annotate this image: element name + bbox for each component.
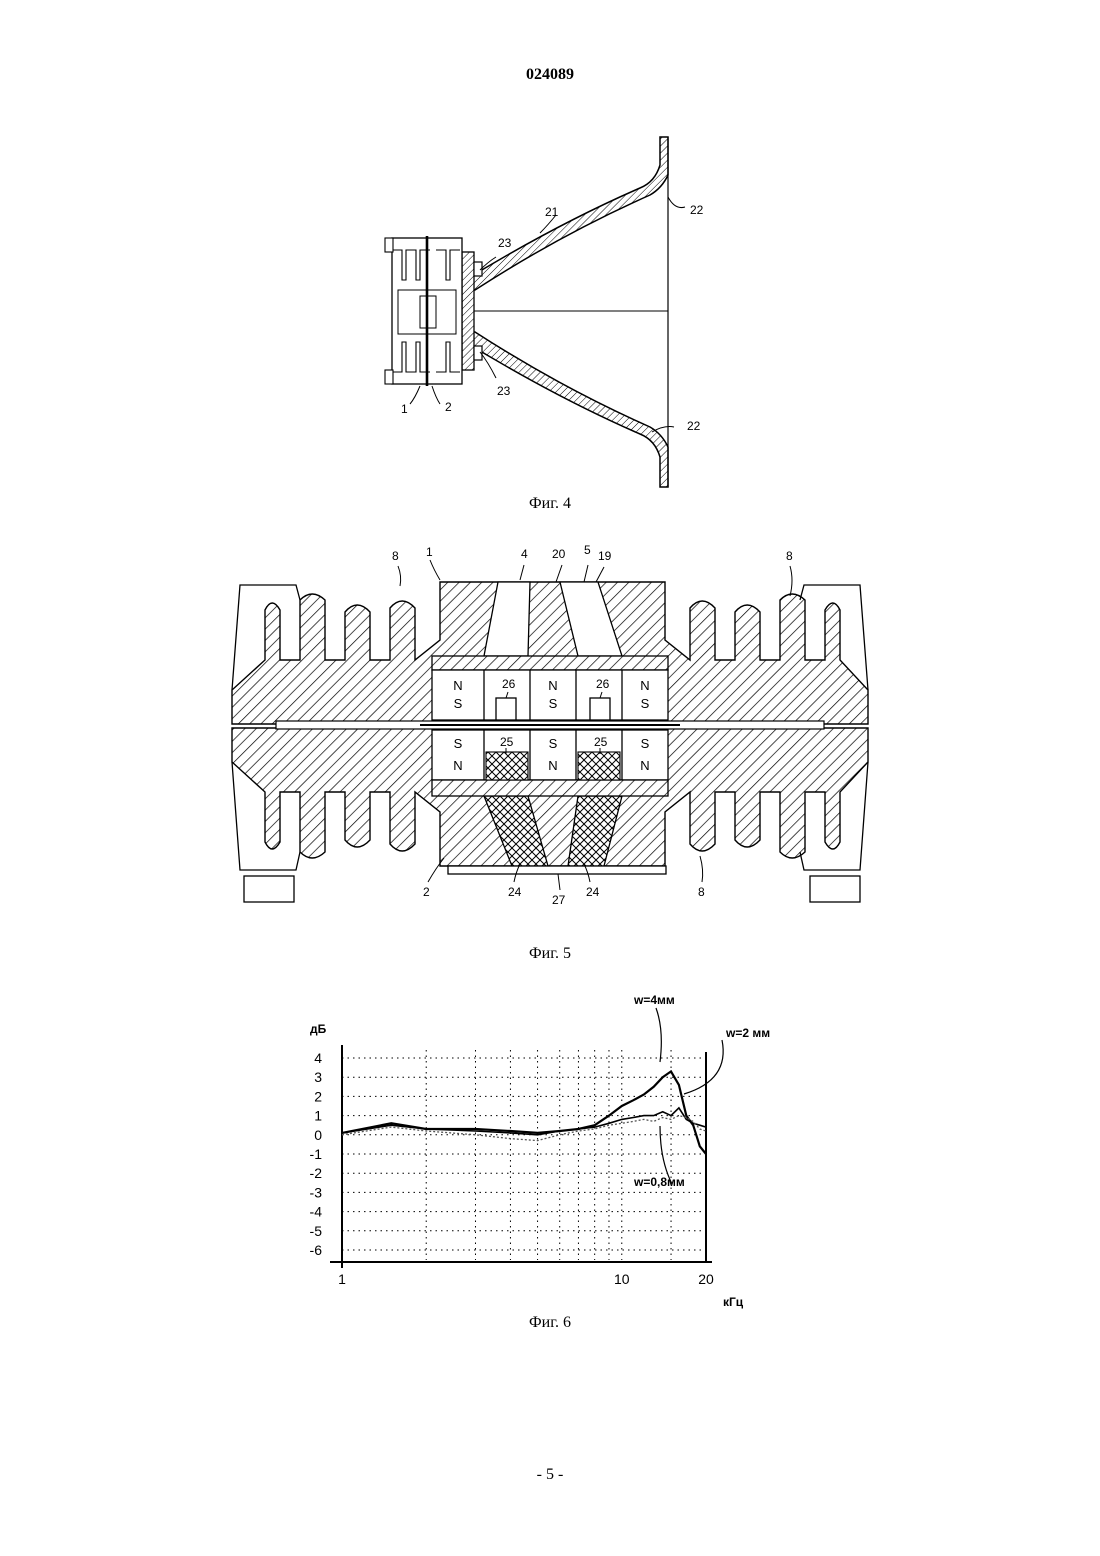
y-tick-label: -5 [310, 1223, 323, 1239]
y-tick-label: -2 [310, 1165, 323, 1181]
series-line-3 [342, 1116, 706, 1141]
y-tick-label: 0 [314, 1127, 322, 1143]
y-tick-label: -3 [310, 1184, 323, 1200]
chart-x-unit: кГц [723, 1295, 744, 1309]
x-tick-label: 1 [338, 1271, 346, 1287]
chart-grid [342, 1050, 706, 1260]
y-tick-label: 3 [314, 1069, 322, 1085]
x-tick-label: 10 [614, 1271, 630, 1287]
figure-6-caption: Фиг. 6 [0, 1314, 1100, 1332]
chart-x-tick-labels: 1 10 20 [338, 1271, 714, 1287]
chart-series [342, 1071, 706, 1154]
figure-6-frequency-response-chart: дБ кГц 43210-1-2-3-4-5-6 11020 w=4мм w=2… [0, 0, 1100, 1320]
y-tick-label: -4 [310, 1204, 323, 1220]
y-tick-label: -1 [310, 1146, 323, 1162]
x-tick-label: 20 [698, 1271, 714, 1287]
chart-y-tick-labels: 4 3 2 1 0 -1 -2 -3 -4 -5 -6 [310, 1050, 323, 1258]
y-tick-label: -6 [310, 1242, 323, 1258]
y-tick-label: 2 [314, 1088, 322, 1104]
series-label-w4: w=4мм [633, 993, 675, 1007]
chart-y-unit: дБ [310, 1022, 327, 1036]
y-tick-label: 4 [314, 1050, 322, 1066]
page-footer-number: - 5 - [0, 1466, 1100, 1484]
series-line-1 [342, 1071, 706, 1154]
series-label-w08: w=0,8мм [633, 1175, 685, 1189]
series-label-w2: w=2 мм [725, 1026, 770, 1040]
y-tick-label: 1 [314, 1108, 322, 1124]
